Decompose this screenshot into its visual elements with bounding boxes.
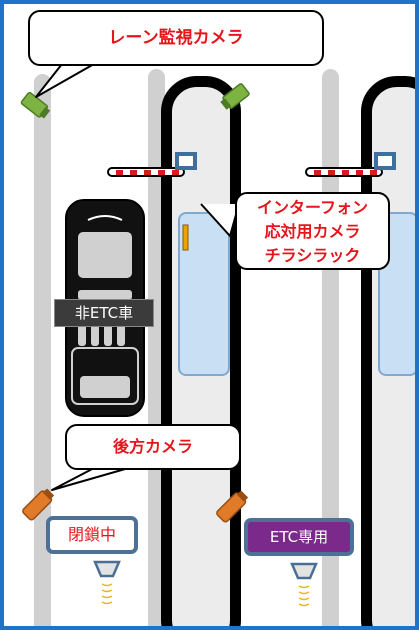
gate-post-icon	[374, 152, 396, 170]
callout-intercom-line-1: インターフォン	[256, 198, 369, 217]
callout-intercom-line-2: 応対用カメラ	[264, 222, 361, 241]
antenna-icon	[290, 562, 318, 607]
vehicle-label: 非ETC車	[54, 299, 154, 327]
intercom-camera-icon	[182, 224, 189, 251]
gate-post-icon	[175, 152, 197, 170]
signal-waves-icon	[298, 585, 310, 607]
toll-booth-right	[378, 212, 415, 376]
callout-intercom: インターフォン 応対用カメラ チラシラック	[235, 192, 390, 270]
camera-icon	[220, 83, 250, 110]
callout-tail	[35, 63, 240, 491]
camera-icon	[20, 91, 51, 119]
callout-rear-camera: 後方カメラ	[65, 424, 241, 470]
lane-line-left	[34, 74, 51, 626]
callout-intercom-line-3: チラシラック	[264, 246, 361, 265]
callout-lane-camera-text: レーン監視カメラ	[108, 28, 244, 48]
callout-lane-camera: レーン監視カメラ	[28, 10, 324, 66]
lane-status-etc-only: ETC専用	[244, 518, 354, 556]
camera-icon	[216, 490, 249, 523]
camera-icon	[22, 488, 55, 521]
antenna-icon	[93, 560, 121, 605]
callout-rear-camera-text: 後方カメラ	[112, 437, 193, 456]
signal-waves-icon	[101, 583, 113, 605]
lane-status-closed: 閉鎖中	[46, 516, 138, 554]
barrier-gate-icon	[305, 167, 383, 177]
lane-line-middle	[148, 69, 165, 626]
barrier-gate-icon	[107, 167, 185, 177]
